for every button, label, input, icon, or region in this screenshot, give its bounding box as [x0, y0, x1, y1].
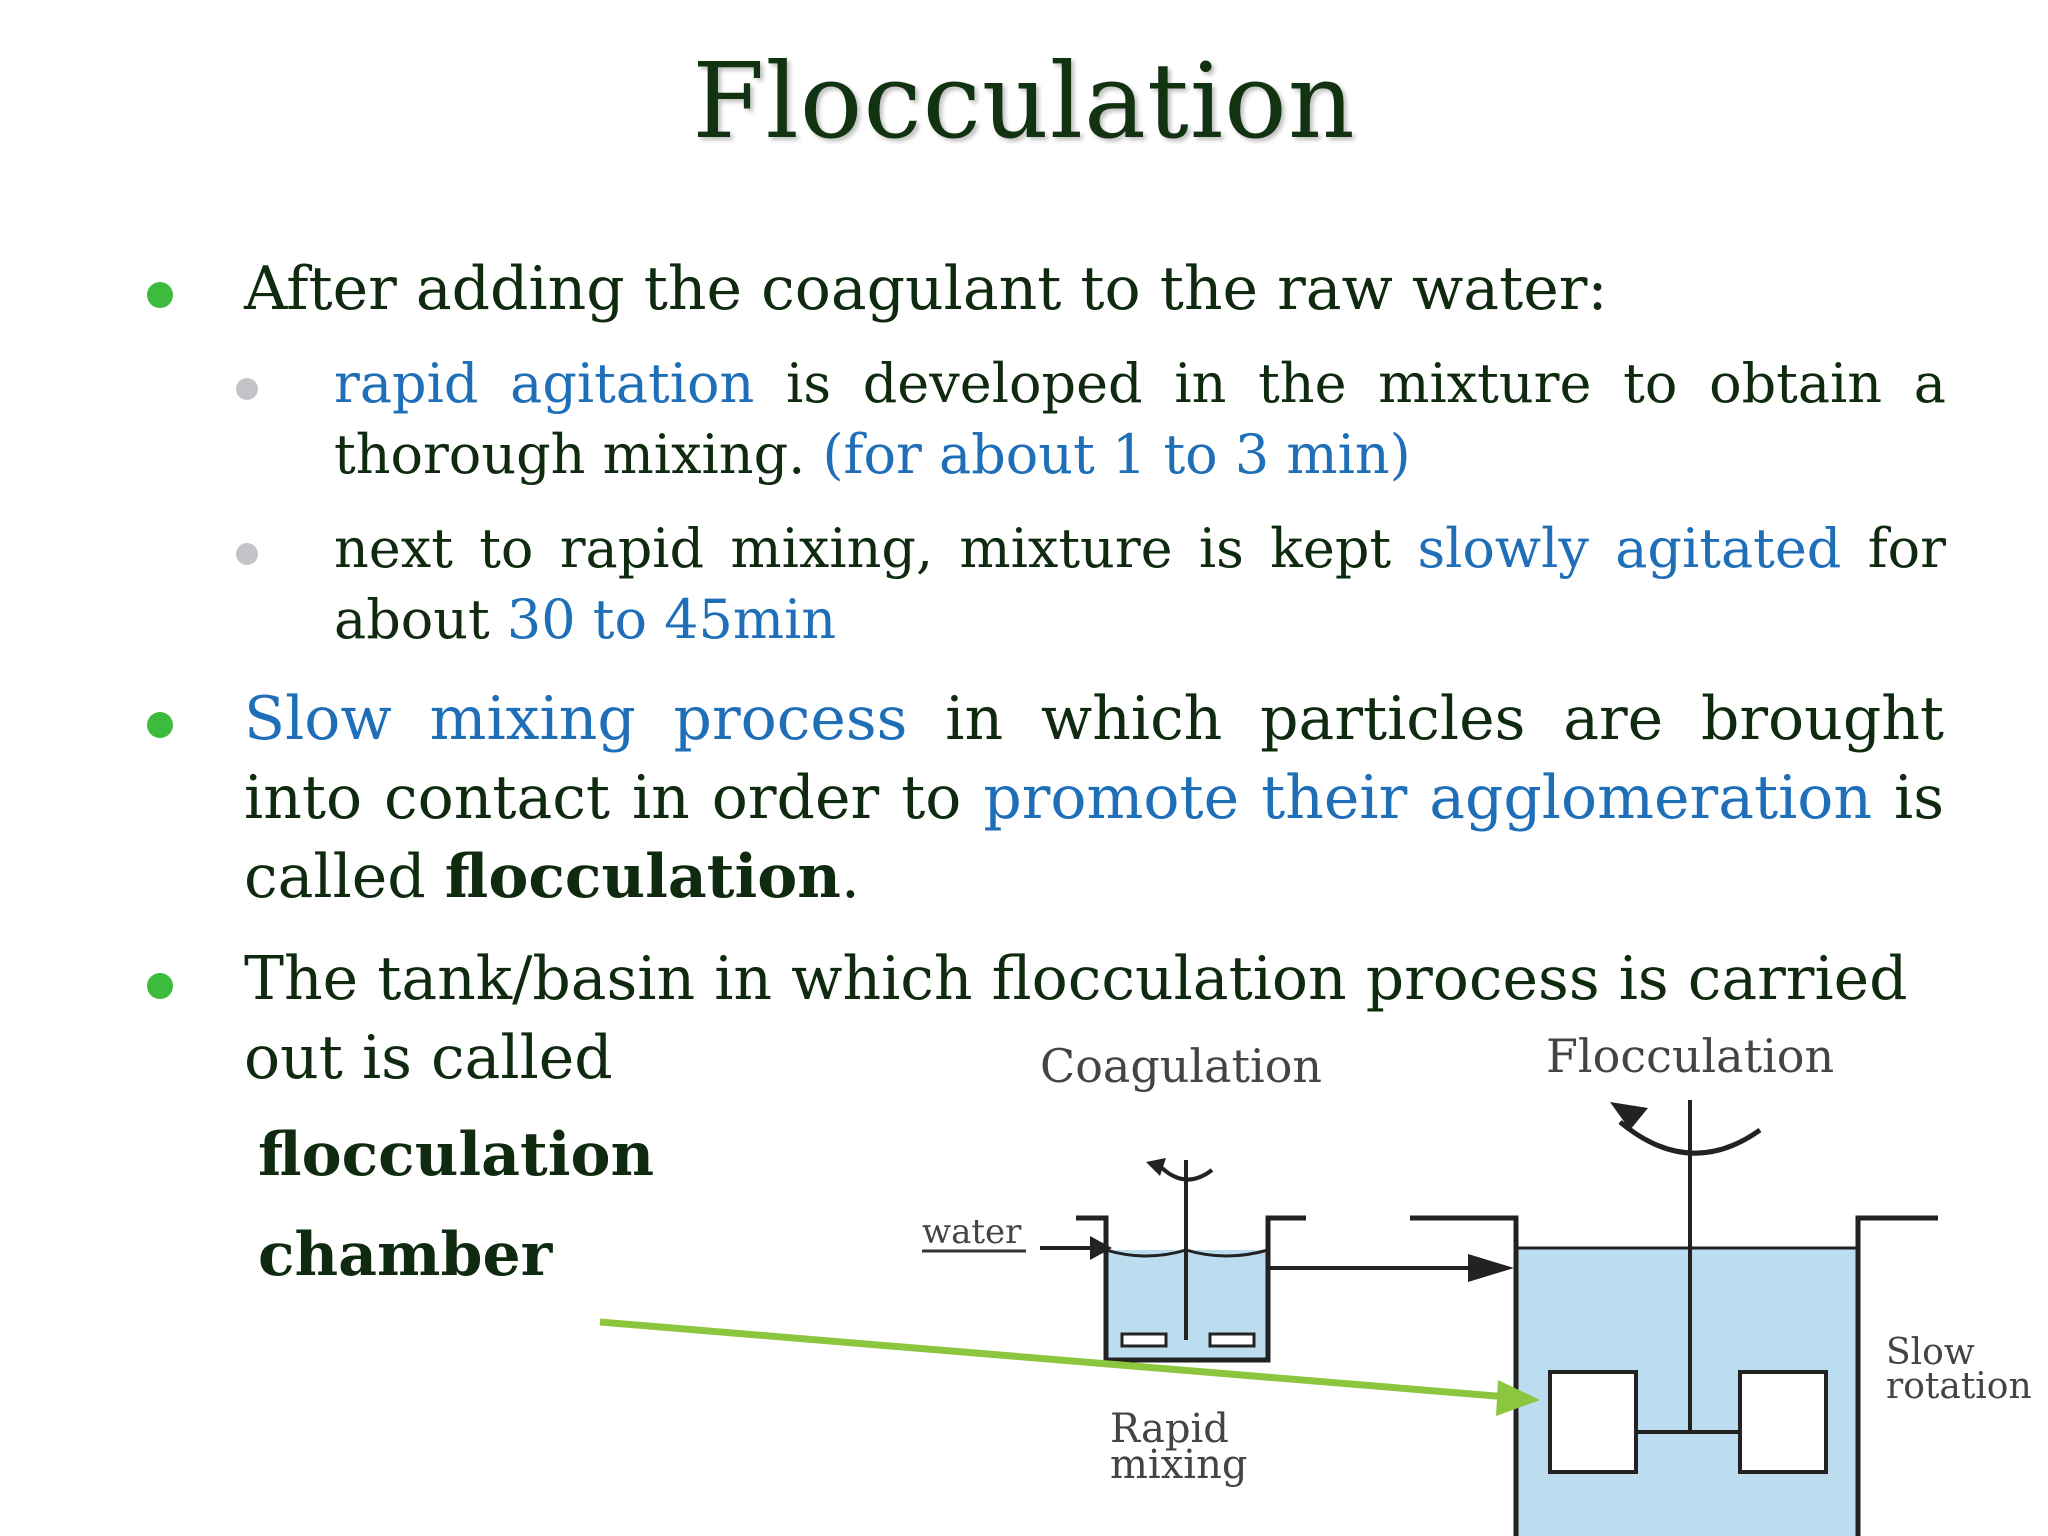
highlight-segment: rapid agitation — [334, 352, 755, 415]
text-segment: is called — [244, 763, 1944, 913]
coagulation-paddle — [1120, 1332, 1168, 1348]
text-segment: for about — [334, 517, 1946, 652]
flocculation-label: Flocculation — [1546, 1029, 1834, 1083]
slow-label-line2: rotation — [1886, 1366, 2032, 1407]
pointer-arrow-line — [599, 1318, 1521, 1402]
term-line-2: chamber — [258, 1220, 553, 1290]
slide-title: Flocculation — [692, 40, 1356, 162]
bold-term: flocculation — [444, 842, 841, 913]
flocculation-paddle — [1548, 1370, 1638, 1474]
bullet-1-text: After adding the coagulant to the raw wa… — [244, 250, 1944, 329]
subbullet-marker — [236, 378, 258, 400]
transfer-arrowhead — [1468, 1254, 1514, 1282]
subbullet-marker — [236, 543, 258, 565]
flocculation-tank-walls — [1410, 1215, 1938, 1536]
text-segment: is developed in the mixture to obtain a … — [334, 352, 1946, 487]
coagulation-label: Coagulation — [1040, 1039, 1322, 1093]
rapid-label-line2: mixing — [1110, 1442, 1247, 1488]
bullet-marker — [147, 712, 173, 738]
coagulation-tank-walls — [1076, 1215, 1306, 1363]
highlight-segment: Slow mixing process — [244, 684, 908, 754]
text-segment: After adding the coagulant to the raw wa… — [244, 254, 1608, 324]
slow-label-line1: Slow — [1886, 1332, 1975, 1373]
bullet-marker — [147, 973, 173, 999]
highlight-segment: promote their agglomeration — [983, 763, 1873, 834]
bullet-3-text: The tank/basin in which flocculation pro… — [244, 940, 1944, 1098]
subbullet-2-text: next to rapid mixing, mixture is kept sl… — [334, 513, 1946, 656]
highlight-segment: slowly agitated — [1417, 517, 1842, 580]
rapid-label-line1: Rapid — [1110, 1406, 1229, 1452]
rotation-icon — [1618, 1120, 1762, 1156]
text-segment: next to rapid mixing, mixture is kept — [334, 517, 1418, 580]
text-segment: in which particles are brought into cont… — [244, 684, 1944, 834]
text-segment: The tank/basin in which flocculation pro… — [244, 944, 1908, 1094]
subbullet-1-text: rapid agitation is developed in the mixt… — [334, 348, 1946, 491]
water-inlet-arrowhead — [1090, 1236, 1112, 1260]
rotation-arrowhead — [1146, 1158, 1166, 1176]
rotation-icon — [1160, 1166, 1214, 1182]
text-segment: . — [840, 842, 860, 913]
rotation-arrowhead — [1610, 1102, 1648, 1130]
water-label: water — [922, 1212, 1022, 1252]
highlight-segment: (for about 1 to 3 min) — [822, 423, 1411, 487]
bullet-marker — [147, 282, 173, 308]
bullet-2-text: Slow mixing process in which particles a… — [244, 680, 1944, 918]
pointer-arrow-head — [1496, 1380, 1540, 1416]
term-line-1: flocculation — [258, 1120, 655, 1190]
coagulation-paddle — [1208, 1332, 1256, 1348]
highlight-segment: 30 to 45min — [506, 588, 837, 652]
flocculation-paddle — [1738, 1370, 1828, 1474]
